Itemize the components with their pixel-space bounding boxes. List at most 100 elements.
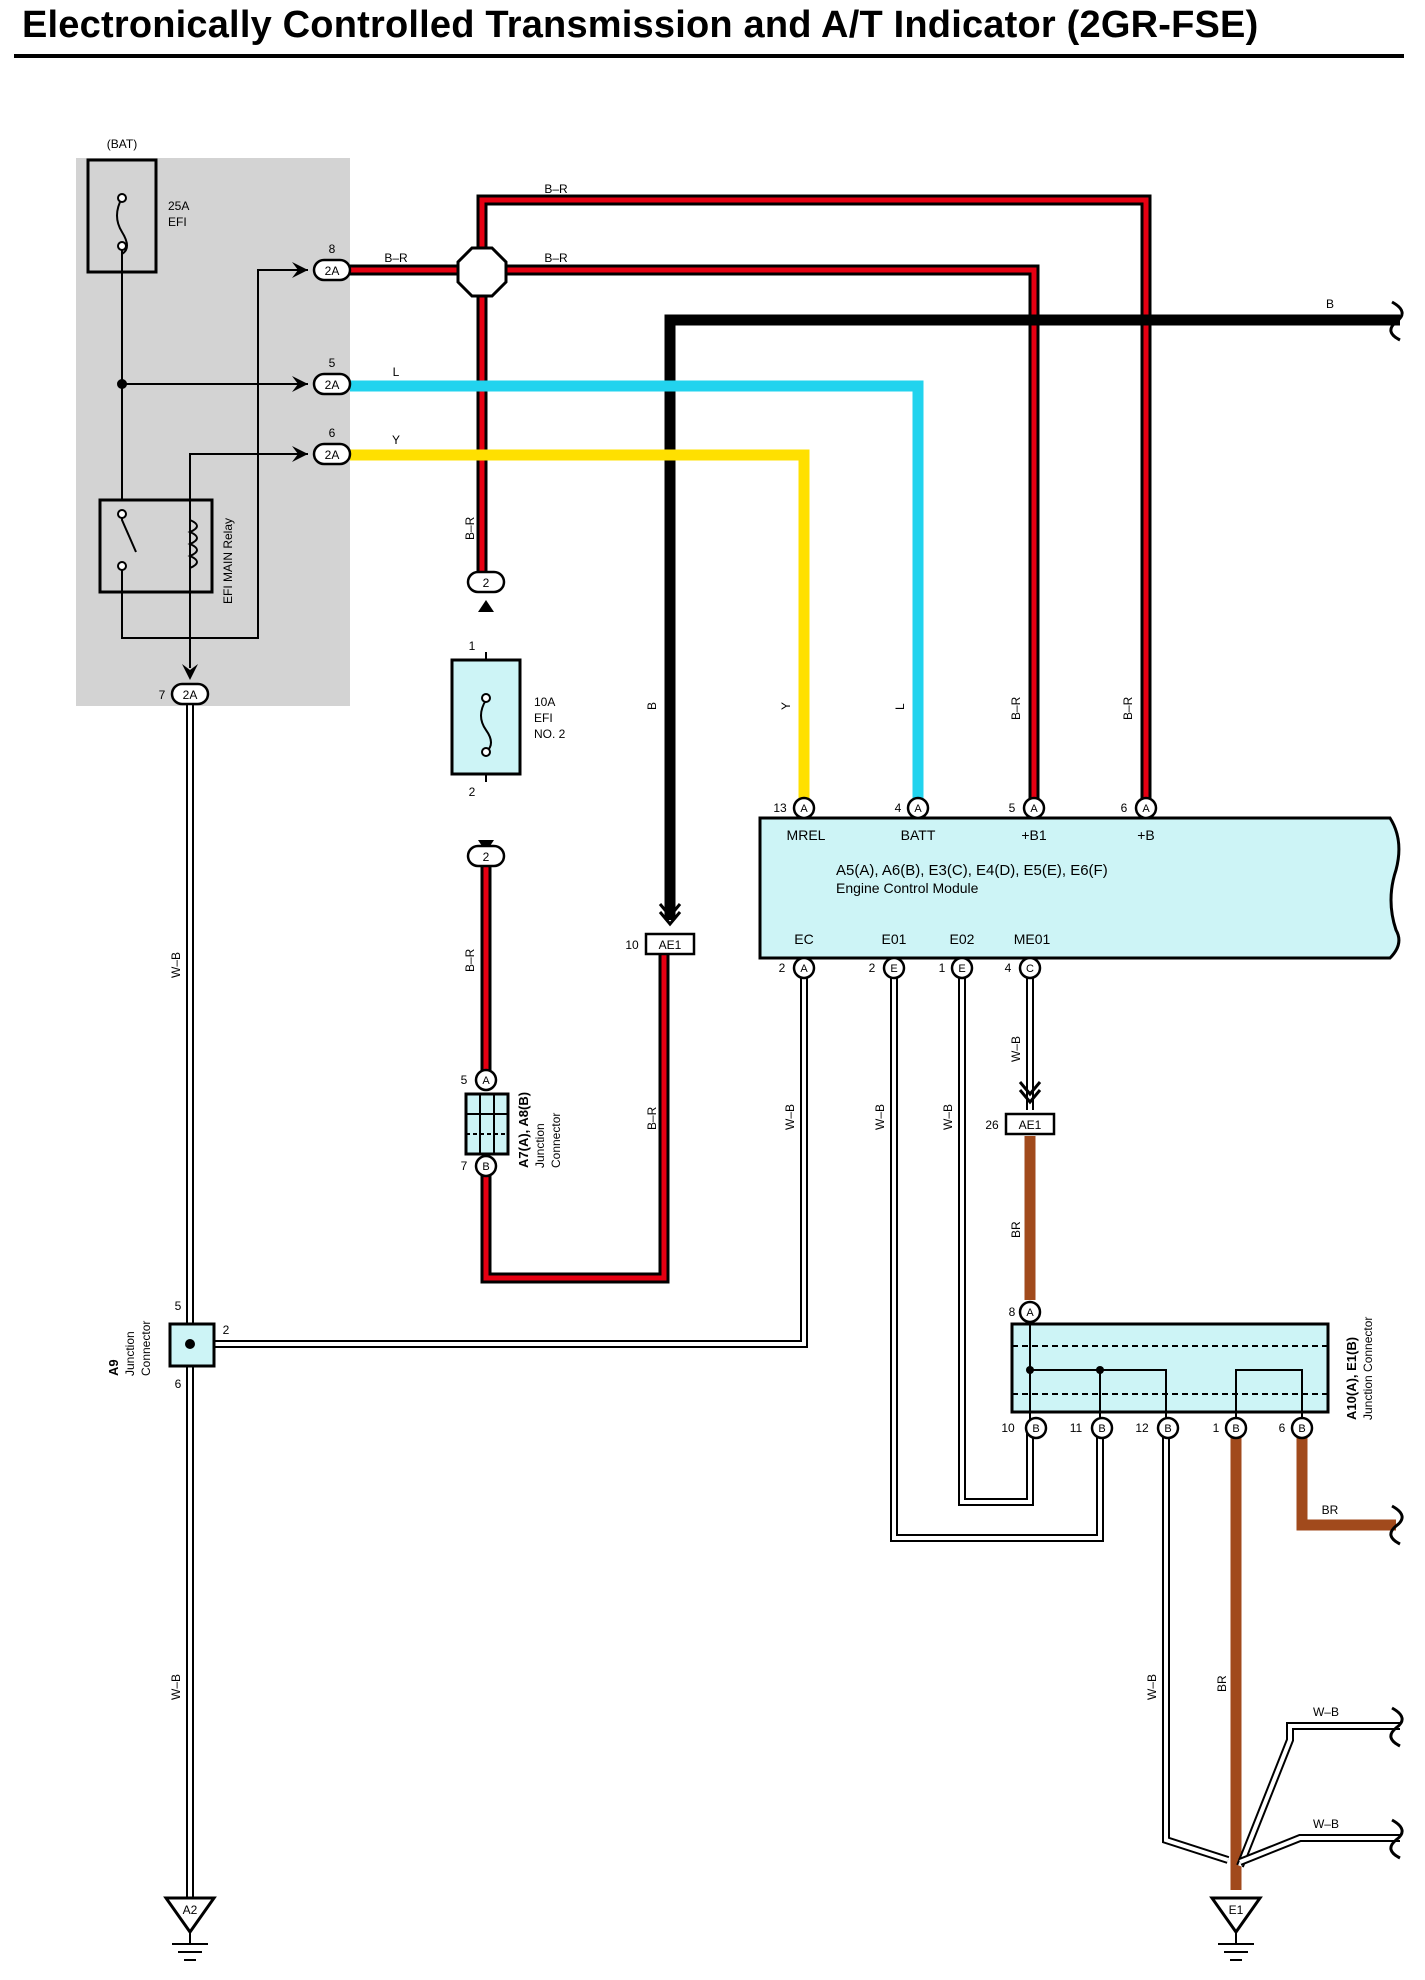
svg-text:A: A xyxy=(1026,1307,1034,1319)
fuse-dot-2 xyxy=(117,241,127,251)
svg-text:4: 4 xyxy=(1005,961,1012,975)
svg-text:Engine Control Module: Engine Control Module xyxy=(836,880,979,896)
wire-br-lower xyxy=(480,852,670,1284)
wire-label-br-mid: B–R xyxy=(544,251,568,265)
svg-text:Connector: Connector xyxy=(549,1113,563,1168)
svg-text:2: 2 xyxy=(483,850,490,864)
a10-pin-6: B 6 xyxy=(1279,1416,1314,1440)
wire-br-6 xyxy=(1296,1428,1396,1531)
wire-wb-e02 xyxy=(958,975,1034,1506)
svg-text:7: 7 xyxy=(461,1159,468,1173)
wire-br-top xyxy=(476,194,1152,805)
wire-l xyxy=(350,380,924,805)
ecm-pin-me01: C 4 ME01 xyxy=(1005,931,1050,980)
wire-label-wb-me01: W–B xyxy=(1009,1036,1023,1062)
wire-label-br-v2: B–R xyxy=(463,948,477,972)
svg-text:10: 10 xyxy=(1001,1421,1015,1435)
splice-node xyxy=(456,246,508,298)
fuse-efi2-name: EFI xyxy=(534,711,553,725)
svg-text:A: A xyxy=(800,803,808,815)
svg-text:11: 11 xyxy=(1070,1421,1083,1435)
wire-label-br-8: B–R xyxy=(384,251,408,265)
connector-ae1-10: AE1 10 xyxy=(625,903,696,956)
relay-label: EFI MAIN Relay xyxy=(221,518,235,604)
svg-text:B: B xyxy=(1298,1423,1305,1435)
svg-text:5: 5 xyxy=(461,1073,468,1087)
page-title: Electronically Controlled Transmission a… xyxy=(22,4,1259,46)
wire-label-br-out: BR xyxy=(1322,1503,1339,1517)
wire-label-br-26: BR xyxy=(1009,1221,1023,1238)
title-rule xyxy=(14,54,1404,58)
svg-text:+B: +B xyxy=(1137,827,1155,843)
svg-text:13: 13 xyxy=(773,801,787,815)
svg-text:A10(A), E1(B): A10(A), E1(B) xyxy=(1344,1337,1359,1420)
svg-text:AE1: AE1 xyxy=(659,938,682,952)
svg-text:7: 7 xyxy=(159,688,166,702)
fuse-efi2-pin-top: 1 xyxy=(469,639,476,653)
svg-text:B: B xyxy=(1032,1423,1039,1435)
junction-a10-e1: A 8 A10(A), E1(B) Junction Connector xyxy=(1009,1300,1375,1428)
svg-text:A2: A2 xyxy=(183,1903,198,1917)
connector-2a-5: 2A 5 xyxy=(312,356,352,396)
a10-pin-12: B 12 xyxy=(1135,1416,1180,1440)
svg-text:2A: 2A xyxy=(325,378,340,392)
svg-text:E: E xyxy=(958,963,965,975)
wire-wb-e01 xyxy=(890,975,1104,1542)
wire-label-br-low: BR xyxy=(1215,1675,1229,1692)
svg-text:E: E xyxy=(890,963,897,975)
svg-text:5: 5 xyxy=(329,356,336,370)
svg-text:2: 2 xyxy=(779,961,786,975)
svg-text:B: B xyxy=(1164,1423,1171,1435)
ground-e1-icon: E1 xyxy=(1209,1896,1263,1961)
svg-text:6: 6 xyxy=(1121,801,1128,815)
a10-pin-1: B 1 xyxy=(1213,1416,1248,1440)
svg-text:4: 4 xyxy=(895,801,902,815)
wire-break-marks xyxy=(1389,300,1404,1860)
wire-label-y-v: Y xyxy=(779,702,793,710)
fuse-efi2-pin-bottom: 2 xyxy=(469,785,476,799)
wire-label-wb-e02: W–B xyxy=(941,1104,955,1130)
wire-label-br-top: B–R xyxy=(544,182,568,196)
svg-text:B: B xyxy=(1098,1423,1105,1435)
engine-control-module: A5(A), A6(B), E3(C), E4(D), E5(E), E6(F)… xyxy=(758,816,1401,960)
svg-text:EC: EC xyxy=(794,931,813,947)
ecm-pin-mrel: A 13 MREL xyxy=(773,796,826,843)
svg-text:12: 12 xyxy=(1135,1421,1149,1435)
fuse-efi2-name2: NO. 2 xyxy=(534,727,566,741)
svg-text:10: 10 xyxy=(625,938,639,952)
ecm-pin-e01: E 2 E01 xyxy=(869,931,907,980)
svg-text:AE1: AE1 xyxy=(1019,1118,1042,1132)
ecm-pin-ec: A 2 EC xyxy=(779,931,816,980)
svg-text:2: 2 xyxy=(223,1323,230,1337)
svg-text:6: 6 xyxy=(1279,1421,1286,1435)
ground-a2-icon: A2 xyxy=(163,1896,217,1961)
connector-2a-7: 2A 7 xyxy=(159,682,210,706)
wire-wb-ec xyxy=(206,975,808,1348)
svg-text:+B1: +B1 xyxy=(1021,827,1047,843)
relay-contact-dot-3 xyxy=(117,561,127,571)
svg-text:E1: E1 xyxy=(1229,1903,1244,1917)
fuse-25a-name: EFI xyxy=(168,215,187,229)
fuse-25a-rating: 25A xyxy=(168,199,189,213)
svg-text:B: B xyxy=(482,1161,489,1173)
svg-text:A: A xyxy=(482,1075,490,1087)
svg-text:5: 5 xyxy=(1009,801,1016,815)
wire-br-b1 xyxy=(350,264,1040,805)
wire-label-wb-e01: W–B xyxy=(873,1104,887,1130)
wire-label-br-v1: B–R xyxy=(463,516,477,540)
fuse-efi2-rating: 10A xyxy=(534,695,555,709)
svg-text:A: A xyxy=(1142,803,1150,815)
fuse-efi-no2 xyxy=(450,600,522,852)
svg-text:C: C xyxy=(1026,963,1034,975)
svg-text:2A: 2A xyxy=(325,448,340,462)
svg-text:Junction Connector: Junction Connector xyxy=(1361,1317,1375,1420)
wire-label-wb-left2: W–B xyxy=(169,1674,183,1700)
svg-text:8: 8 xyxy=(1009,1305,1016,1319)
svg-text:E02: E02 xyxy=(950,931,975,947)
bat-label: (BAT) xyxy=(107,137,137,151)
svg-text:5: 5 xyxy=(175,1299,182,1313)
svg-text:BATT: BATT xyxy=(901,827,936,843)
svg-text:2: 2 xyxy=(869,961,876,975)
svg-text:A9: A9 xyxy=(106,1359,121,1376)
